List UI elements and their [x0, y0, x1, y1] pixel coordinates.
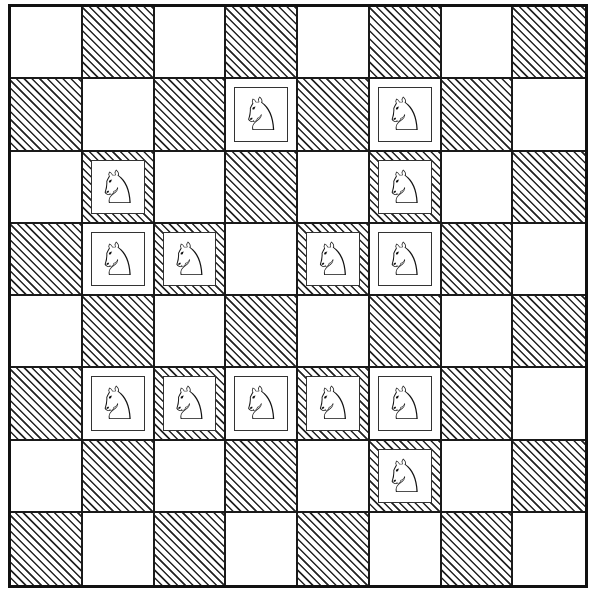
board-square-r6c1[interactable]	[11, 368, 83, 440]
board-square-r4c3[interactable]: ♘	[155, 224, 227, 296]
board-square-r8c3[interactable]	[155, 513, 227, 585]
knight-icon: ♘	[384, 236, 425, 282]
knight-piece[interactable]: ♘	[306, 376, 360, 430]
knight-piece[interactable]: ♘	[378, 87, 432, 141]
knight-icon: ♘	[384, 380, 425, 426]
board-square-r5c4[interactable]	[226, 296, 298, 368]
knight-icon: ♘	[312, 380, 353, 426]
knight-piece[interactable]: ♘	[378, 232, 432, 286]
board-square-r7c1[interactable]	[11, 441, 83, 513]
board-square-r6c6[interactable]: ♘	[370, 368, 442, 440]
board-square-r7c4[interactable]	[226, 441, 298, 513]
board-square-r4c1[interactable]	[11, 224, 83, 296]
board-square-r8c1[interactable]	[11, 513, 83, 585]
knight-icon: ♘	[384, 453, 425, 499]
board-square-r8c6[interactable]	[370, 513, 442, 585]
knight-icon: ♘	[241, 380, 282, 426]
board-square-r1c3[interactable]	[155, 7, 227, 79]
board-square-r1c2[interactable]	[83, 7, 155, 79]
board-square-r2c1[interactable]	[11, 79, 83, 151]
board-square-r2c4[interactable]: ♘	[226, 79, 298, 151]
board-square-r4c7[interactable]	[442, 224, 514, 296]
knight-piece[interactable]: ♘	[306, 232, 360, 286]
knight-icon: ♘	[97, 236, 138, 282]
knight-icon: ♘	[97, 380, 138, 426]
board-square-r8c5[interactable]	[298, 513, 370, 585]
knight-piece[interactable]: ♘	[234, 376, 288, 430]
board-square-r2c7[interactable]	[442, 79, 514, 151]
board-square-r2c6[interactable]: ♘	[370, 79, 442, 151]
board-square-r6c7[interactable]	[442, 368, 514, 440]
board-square-r8c4[interactable]	[226, 513, 298, 585]
board-square-r3c5[interactable]	[298, 152, 370, 224]
knight-piece[interactable]: ♘	[163, 376, 217, 430]
board-square-r3c1[interactable]	[11, 152, 83, 224]
knight-icon: ♘	[384, 91, 425, 137]
board-square-r7c7[interactable]	[442, 441, 514, 513]
board-square-r2c3[interactable]	[155, 79, 227, 151]
knight-icon: ♘	[169, 236, 210, 282]
knight-piece[interactable]: ♘	[163, 232, 217, 286]
board-square-r7c5[interactable]	[298, 441, 370, 513]
knight-icon: ♘	[241, 91, 282, 137]
board-square-r7c3[interactable]	[155, 441, 227, 513]
board-square-r2c5[interactable]	[298, 79, 370, 151]
board-square-r3c6[interactable]: ♘	[370, 152, 442, 224]
board-square-r3c3[interactable]	[155, 152, 227, 224]
board-square-r4c8[interactable]	[513, 224, 585, 296]
chessboard: ♘ ♘ ♘ ♘ ♘ ♘ ♘ ♘ ♘ ♘ ♘ ♘ ♘ ♘	[8, 4, 588, 588]
board-square-r6c8[interactable]	[513, 368, 585, 440]
board-square-r3c8[interactable]	[513, 152, 585, 224]
board-square-r5c6[interactable]	[370, 296, 442, 368]
board-square-r2c8[interactable]	[513, 79, 585, 151]
board-square-r8c8[interactable]	[513, 513, 585, 585]
knight-icon: ♘	[169, 380, 210, 426]
board-square-r2c2[interactable]	[83, 79, 155, 151]
knight-piece[interactable]: ♘	[378, 160, 432, 214]
board-square-r4c5[interactable]: ♘	[298, 224, 370, 296]
knight-piece[interactable]: ♘	[91, 232, 145, 286]
board-square-r1c8[interactable]	[513, 7, 585, 79]
board-square-r6c5[interactable]: ♘	[298, 368, 370, 440]
board-square-r5c7[interactable]	[442, 296, 514, 368]
board-square-r3c2[interactable]: ♘	[83, 152, 155, 224]
knight-piece[interactable]: ♘	[378, 449, 432, 503]
board-square-r5c5[interactable]	[298, 296, 370, 368]
board-square-r1c6[interactable]	[370, 7, 442, 79]
board-square-r3c7[interactable]	[442, 152, 514, 224]
board-square-r8c2[interactable]	[83, 513, 155, 585]
board-square-r3c4[interactable]	[226, 152, 298, 224]
board-square-r4c6[interactable]: ♘	[370, 224, 442, 296]
knight-icon: ♘	[97, 164, 138, 210]
board-square-r1c1[interactable]	[11, 7, 83, 79]
knight-icon: ♘	[384, 164, 425, 210]
knight-piece[interactable]: ♘	[91, 376, 145, 430]
board-square-r6c4[interactable]: ♘	[226, 368, 298, 440]
knight-icon: ♘	[312, 236, 353, 282]
board-square-r1c5[interactable]	[298, 7, 370, 79]
board-square-r6c2[interactable]: ♘	[83, 368, 155, 440]
board-square-r4c4[interactable]	[226, 224, 298, 296]
board-square-r5c2[interactable]	[83, 296, 155, 368]
knight-piece[interactable]: ♘	[378, 376, 432, 430]
board-square-r7c6[interactable]: ♘	[370, 441, 442, 513]
board-square-r1c7[interactable]	[442, 7, 514, 79]
knight-piece[interactable]: ♘	[234, 87, 288, 141]
board-square-r4c2[interactable]: ♘	[83, 224, 155, 296]
board-square-r7c2[interactable]	[83, 441, 155, 513]
board-square-r8c7[interactable]	[442, 513, 514, 585]
board-square-r7c8[interactable]	[513, 441, 585, 513]
board-square-r5c8[interactable]	[513, 296, 585, 368]
board-square-r6c3[interactable]: ♘	[155, 368, 227, 440]
board-square-r5c1[interactable]	[11, 296, 83, 368]
board-square-r1c4[interactable]	[226, 7, 298, 79]
board-square-r5c3[interactable]	[155, 296, 227, 368]
knight-piece[interactable]: ♘	[91, 160, 145, 214]
